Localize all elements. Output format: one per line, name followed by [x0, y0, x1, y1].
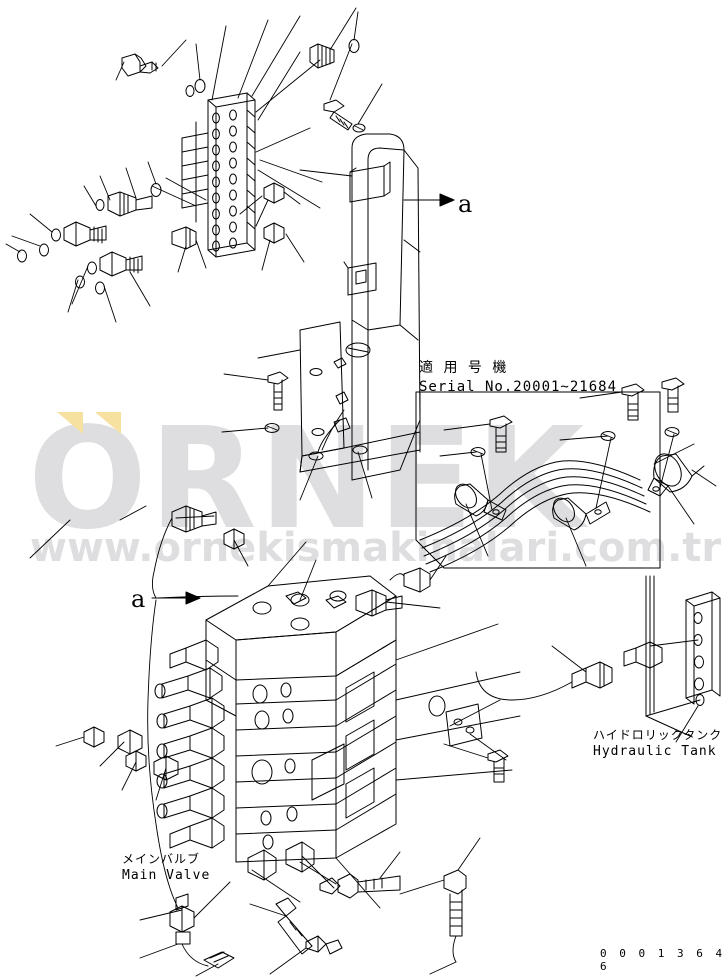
tank-port-holes [693, 612, 705, 706]
leader-lines-edges [29, 391, 421, 559]
o-ring [39, 243, 49, 257]
hydraulic-tank-label-en: Hydraulic Tank [593, 744, 717, 759]
bolt-upper-a [323, 99, 353, 131]
bolt-clamp-left [489, 415, 513, 453]
elbow-fitting-top [121, 53, 159, 77]
hydraulic-tank-label: ハイドロリックタンク Hydraulic Tank [593, 726, 722, 759]
bolt-clamp-right [621, 383, 645, 421]
manifold-block-assembly [5, 7, 360, 323]
o-ring [194, 79, 206, 93]
washer [470, 447, 486, 457]
valve-right-face-detail [311, 671, 375, 819]
mounting-bracket-assembly [221, 43, 455, 501]
manifold-ports [212, 109, 237, 252]
bottom-loose-parts [139, 837, 481, 975]
watermark-umlaut-right-icon [95, 412, 121, 434]
leader-lines-tank [551, 639, 699, 743]
connector-plug [389, 567, 431, 593]
tank-hose [475, 671, 573, 701]
cap-disc [345, 342, 371, 358]
hose-bundle [419, 460, 651, 573]
nipple-under-bar [176, 233, 198, 255]
hose-clamp-right [552, 497, 611, 531]
loose-hex-c [125, 750, 147, 772]
long-bolt-right [443, 869, 467, 963]
hydraulic-tank-label-jp: ハイドロリックタンク [593, 728, 723, 742]
tank-adapter-fitting-a [623, 641, 663, 669]
o-ring [95, 199, 105, 211]
valve-section-divisions [235, 663, 397, 835]
leader-lines-bottom [139, 837, 481, 975]
small-mounting-plate [428, 695, 483, 747]
o-ring [95, 281, 105, 295]
long-bolt-centre [337, 873, 401, 899]
serial-number-note: 適 用 号 機 Serial No.20001~21684 [419, 357, 617, 395]
valve-top-fitting [355, 589, 403, 617]
nipple-right-upper [268, 187, 294, 209]
bracket-hole [311, 428, 325, 436]
valve-face-ports [251, 682, 298, 850]
bracket-hole [352, 445, 368, 455]
bolt-plate [487, 749, 509, 783]
harness-cable [147, 599, 179, 909]
washer [600, 431, 616, 441]
leader-lines-hose [439, 391, 717, 567]
main-valve-label-jp: メインバルブ [122, 852, 201, 866]
hose-clamp-standalone [647, 453, 705, 497]
manifold-bar [181, 92, 256, 258]
hose-bundle-clamps [419, 377, 717, 573]
o-ring [348, 39, 360, 53]
drawing-part-number: 0 0 0 1 3 6 4 6 [600, 947, 726, 973]
hex-nipple-bottom [99, 251, 143, 277]
serial-note-en: Serial No.20001~21684 [419, 379, 618, 395]
washer [352, 123, 366, 133]
nipple-fitting-right [171, 226, 197, 250]
hex-fitting-right-b [263, 222, 285, 244]
washer [664, 427, 680, 437]
serial-note-jp: 適 用 号 機 [419, 360, 510, 376]
harness-hex-small [223, 528, 245, 550]
hydraulic-tank-port-plate [475, 575, 721, 743]
elbow-fitting-bottom [305, 935, 343, 955]
loose-hex-a [83, 726, 105, 748]
hex-fitting-right-a [263, 182, 285, 204]
callout-arrow-a-upper [403, 193, 455, 207]
straight-fitting-mid [107, 191, 153, 217]
leader-lines-bracket [221, 43, 383, 501]
leader-lines-valve [55, 515, 521, 977]
pressure-sensor [169, 893, 235, 969]
hex-nipple-lower [63, 221, 107, 247]
elbow-fitting-bottom-b [319, 877, 341, 895]
harness-nipple [171, 505, 217, 533]
clamp-bolt-hole [492, 509, 500, 515]
clamp-bolt-hole [594, 509, 602, 515]
o-ring [51, 228, 61, 242]
valve-bottom-fittings [247, 841, 315, 881]
bolt-clamp-far-right [661, 377, 685, 413]
loose-hex-b [117, 729, 143, 755]
main-valve-label-en: Main Valve [122, 868, 211, 883]
bracket-hole [309, 368, 323, 376]
o-ring [150, 183, 162, 197]
o-ring [185, 85, 195, 97]
callout-label-a-lower: a [131, 585, 146, 613]
valve-left-port-fittings [154, 639, 225, 849]
main-valve-block [55, 505, 521, 977]
watermark-umlaut-left-icon [57, 412, 83, 434]
callout-arrow-a-lower [151, 591, 201, 605]
valve-top-ports [252, 590, 347, 631]
hose-clamp-left [454, 483, 507, 521]
o-ring [87, 261, 97, 275]
o-ring [75, 275, 85, 289]
callout-label-a-upper: a [458, 190, 473, 218]
bolt-bracket-left [267, 371, 289, 411]
tank-adapter-fitting-b [571, 661, 613, 689]
main-valve-label: メインバルブ Main Valve [122, 850, 210, 883]
leader-lines-manifold [5, 7, 359, 323]
angled-bolt [275, 897, 313, 955]
nipple-fitting-a [309, 43, 335, 69]
o-ring [17, 249, 27, 263]
